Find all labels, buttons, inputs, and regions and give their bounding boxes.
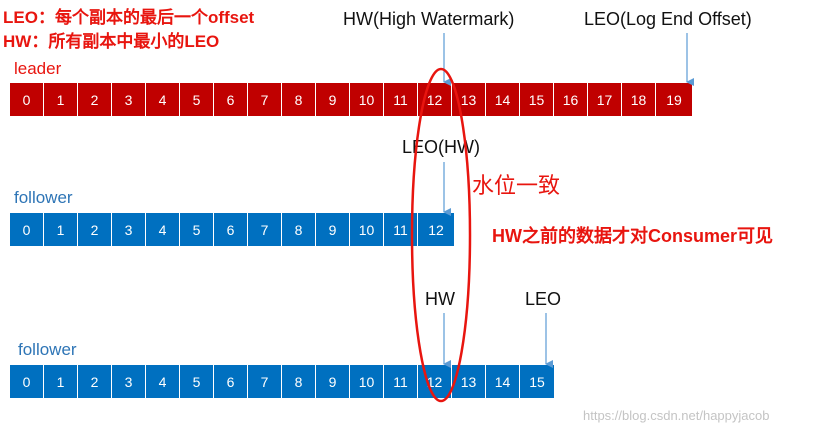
hw-bottom-label: HW [425,289,455,309]
leader-offset-cell: 18 [622,83,656,116]
follower2-offset-cell: 11 [384,365,418,398]
follower1-offset-cell: 0 [10,213,44,246]
follower2-offset-cell: 1 [44,365,78,398]
leader-label: leader [14,59,62,78]
water-level-ellipse [410,67,472,403]
follower1-offset-cell: 6 [214,213,248,246]
follower2-offset-cell: 2 [78,365,112,398]
leader-offset-cell: 2 [78,83,112,116]
follower1-offset-cell: 10 [350,213,384,246]
follower1-offset-cell: 7 [248,213,282,246]
leader-offset-cell: 7 [248,83,282,116]
follower1-offset-cell: 1 [44,213,78,246]
leader-offset-cell: 1 [44,83,78,116]
leo-top-label: LEO(Log End Offset) [584,9,752,29]
follower1-offset-cell: 3 [112,213,146,246]
leader-offset-cell: 9 [316,83,350,116]
follower2-offset-cell: 14 [486,365,520,398]
follower1-offset-cell: 5 [180,213,214,246]
leader-offset-cell: 19 [656,83,692,116]
leader-offset-cell: 8 [282,83,316,116]
follower2-label: follower [18,340,77,359]
watermark: https://blog.csdn.net/happyjacob [583,408,770,423]
follower2-offset-cell: 0 [10,365,44,398]
leo-definition: LEO：每个副本的最后一个offset [3,8,255,27]
leader-offset-cell: 17 [588,83,622,116]
follower1-offset-cell: 12 [418,213,454,246]
leader-offset-cell: 5 [180,83,214,116]
leader-offset-cell: 10 [350,83,384,116]
leader-offset-cell: 4 [146,83,180,116]
leader-offset-cell: 14 [486,83,520,116]
follower2-offset-cell: 8 [282,365,316,398]
leo-bottom-label: LEO [525,289,562,309]
follower1-offset-cell: 9 [316,213,350,246]
follower2-offset-cell: 3 [112,365,146,398]
leader-offset-cell: 3 [112,83,146,116]
follower1-label: follower [14,188,73,207]
follower2-offset-cell: 6 [214,365,248,398]
hw-top-label: HW(High Watermark) [343,9,515,29]
leader-offset-cell: 16 [554,83,588,116]
leader-offset-cell: 15 [520,83,554,116]
follower2-offset-cell: 10 [350,365,384,398]
follower2-offset-cell: 13 [452,365,486,398]
visibility-note: HW之前的数据才对Consumer可见 [492,226,774,246]
follower2-offset-cell: 9 [316,365,350,398]
leader-offset-cell: 0 [10,83,44,116]
follower1-offset-cell: 4 [146,213,180,246]
leader-offset-cell: 11 [384,83,418,116]
leo-hw-label: LEO(HW) [402,137,480,157]
follower2-offset-cell: 4 [146,365,180,398]
follower1-offset-cell: 8 [282,213,316,246]
follower2-offset-cell: 5 [180,365,214,398]
hw-definition: HW：所有副本中最小的LEO [3,32,220,51]
follower2-offset-cell: 7 [248,365,282,398]
follower2-offset-cell: 15 [520,365,554,398]
water-level-annotation: 水位一致 [472,173,561,198]
leader-offset-cell: 6 [214,83,248,116]
follower1-offset-cell: 2 [78,213,112,246]
